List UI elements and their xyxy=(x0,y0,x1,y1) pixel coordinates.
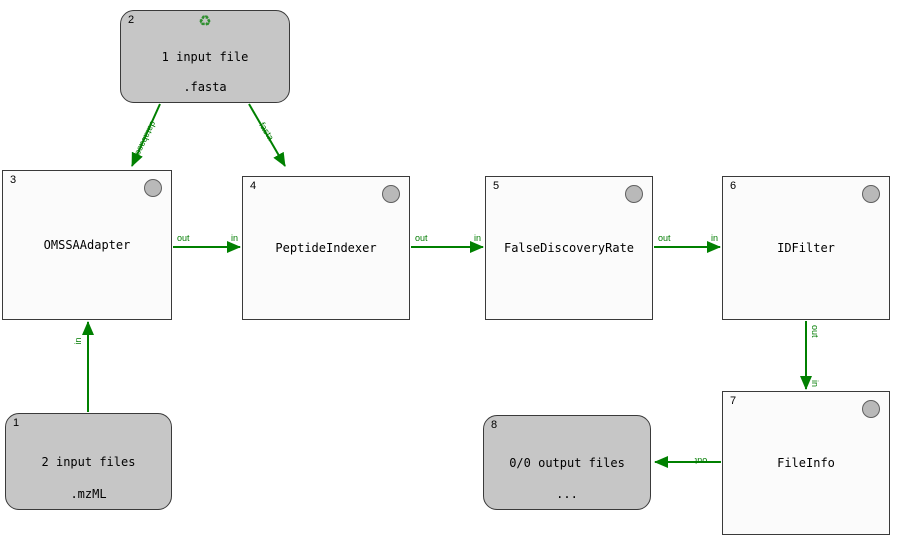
edge-label-fasta: fasta xyxy=(257,120,276,142)
edge-label-in: in xyxy=(711,233,718,243)
node-id-filter[interactable]: 6 IDFilter xyxy=(722,176,890,320)
edge-fasta-to-indexer[interactable] xyxy=(248,103,286,167)
node-subtitle: .fasta xyxy=(183,80,227,94)
edge-label-in: in xyxy=(474,233,481,243)
node-label: FalseDiscoveryRate xyxy=(503,241,635,255)
node-subtitle: .mzML xyxy=(70,487,107,501)
status-circle xyxy=(144,179,162,197)
node-number: 8 xyxy=(491,419,498,431)
node-label: IDFilter xyxy=(777,241,835,255)
node-number: 6 xyxy=(730,180,737,192)
node-number: 1 xyxy=(13,417,20,429)
node-label: PeptideIndexer xyxy=(275,241,377,255)
node-false-discovery-rate[interactable]: 5 FalseDiscoveryRate xyxy=(485,176,653,320)
edge-label-in: in xyxy=(231,233,238,243)
node-label: FileInfo xyxy=(777,456,835,470)
status-circle xyxy=(862,400,880,418)
node-input-fasta[interactable]: 2 ♻ 1 input file .fasta xyxy=(120,10,290,103)
status-circle xyxy=(625,185,643,203)
node-omssa-adapter[interactable]: 3 OMSSAAdapter xyxy=(2,170,172,320)
edge-label-out: out xyxy=(694,456,707,466)
edge-fasta-to-omssa[interactable] xyxy=(131,103,161,167)
node-number: 7 xyxy=(730,395,737,407)
edge-label-in: in xyxy=(73,337,83,344)
edge-label-out: out xyxy=(415,233,428,243)
node-title: 0/0 output files xyxy=(509,455,625,470)
node-number: 4 xyxy=(250,180,257,192)
edge-label-out: out xyxy=(810,325,820,338)
node-subtitle: ... xyxy=(556,487,578,501)
edge-label-out: out xyxy=(658,233,671,243)
node-input-mzml[interactable]: 1 2 input files .mzML xyxy=(5,413,172,510)
node-title: 2 input files xyxy=(41,454,136,469)
node-title: 1 input file xyxy=(161,49,249,64)
recycle-icon: ♻ xyxy=(198,13,212,30)
status-circle xyxy=(862,185,880,203)
node-label: OMSSAAdapter xyxy=(43,238,131,252)
edge-label-in: in xyxy=(810,380,820,387)
edge-label-out: out xyxy=(177,233,190,243)
node-output-files[interactable]: 8 0/0 output files ... xyxy=(483,415,651,510)
node-number: 2 xyxy=(128,14,135,26)
status-circle xyxy=(382,185,400,203)
node-number: 5 xyxy=(493,180,500,192)
node-number: 3 xyxy=(10,174,17,186)
edge-label-database: database xyxy=(133,119,158,157)
node-file-info[interactable]: 7 FileInfo xyxy=(722,391,890,535)
node-peptide-indexer[interactable]: 4 PeptideIndexer xyxy=(242,176,410,320)
